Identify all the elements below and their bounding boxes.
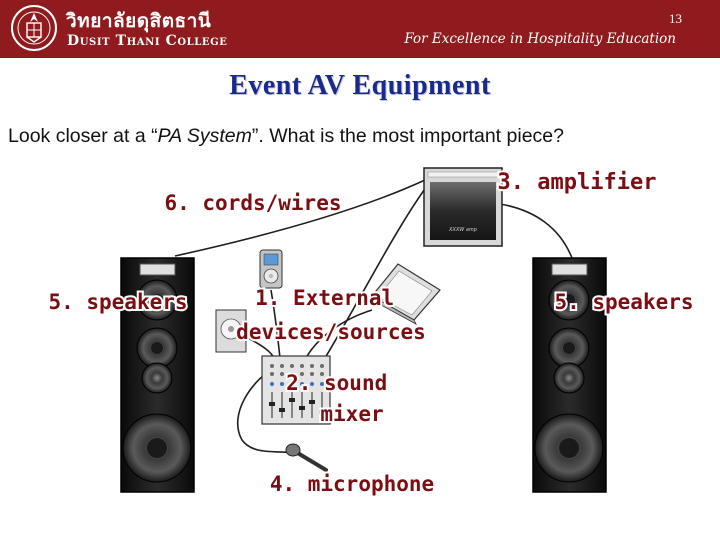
label-external-line1: 1. External (255, 286, 394, 310)
label-external-devices: 1. External devices/sources (236, 286, 426, 344)
label-cords-wires: 6. cords/wires (164, 191, 341, 215)
label-speakers-left: 5. speakers (48, 290, 187, 314)
label-amplifier: 3. amplifier (498, 170, 657, 195)
amplifier-icon: XXXW amp (424, 168, 502, 246)
amp-screen-label: XXXW amp (448, 227, 477, 233)
label-external-line2: devices/sources (236, 320, 426, 344)
cable-amp-to-right-speaker (500, 204, 572, 258)
label-mixer-line1: 2. sound (286, 371, 387, 395)
microphone-icon (286, 444, 326, 470)
ipod-icon (260, 250, 282, 288)
label-speakers-right: 5. speakers (554, 290, 693, 314)
label-microphone: 4. microphone (270, 472, 434, 496)
label-mixer-line2: mixer (320, 402, 383, 426)
